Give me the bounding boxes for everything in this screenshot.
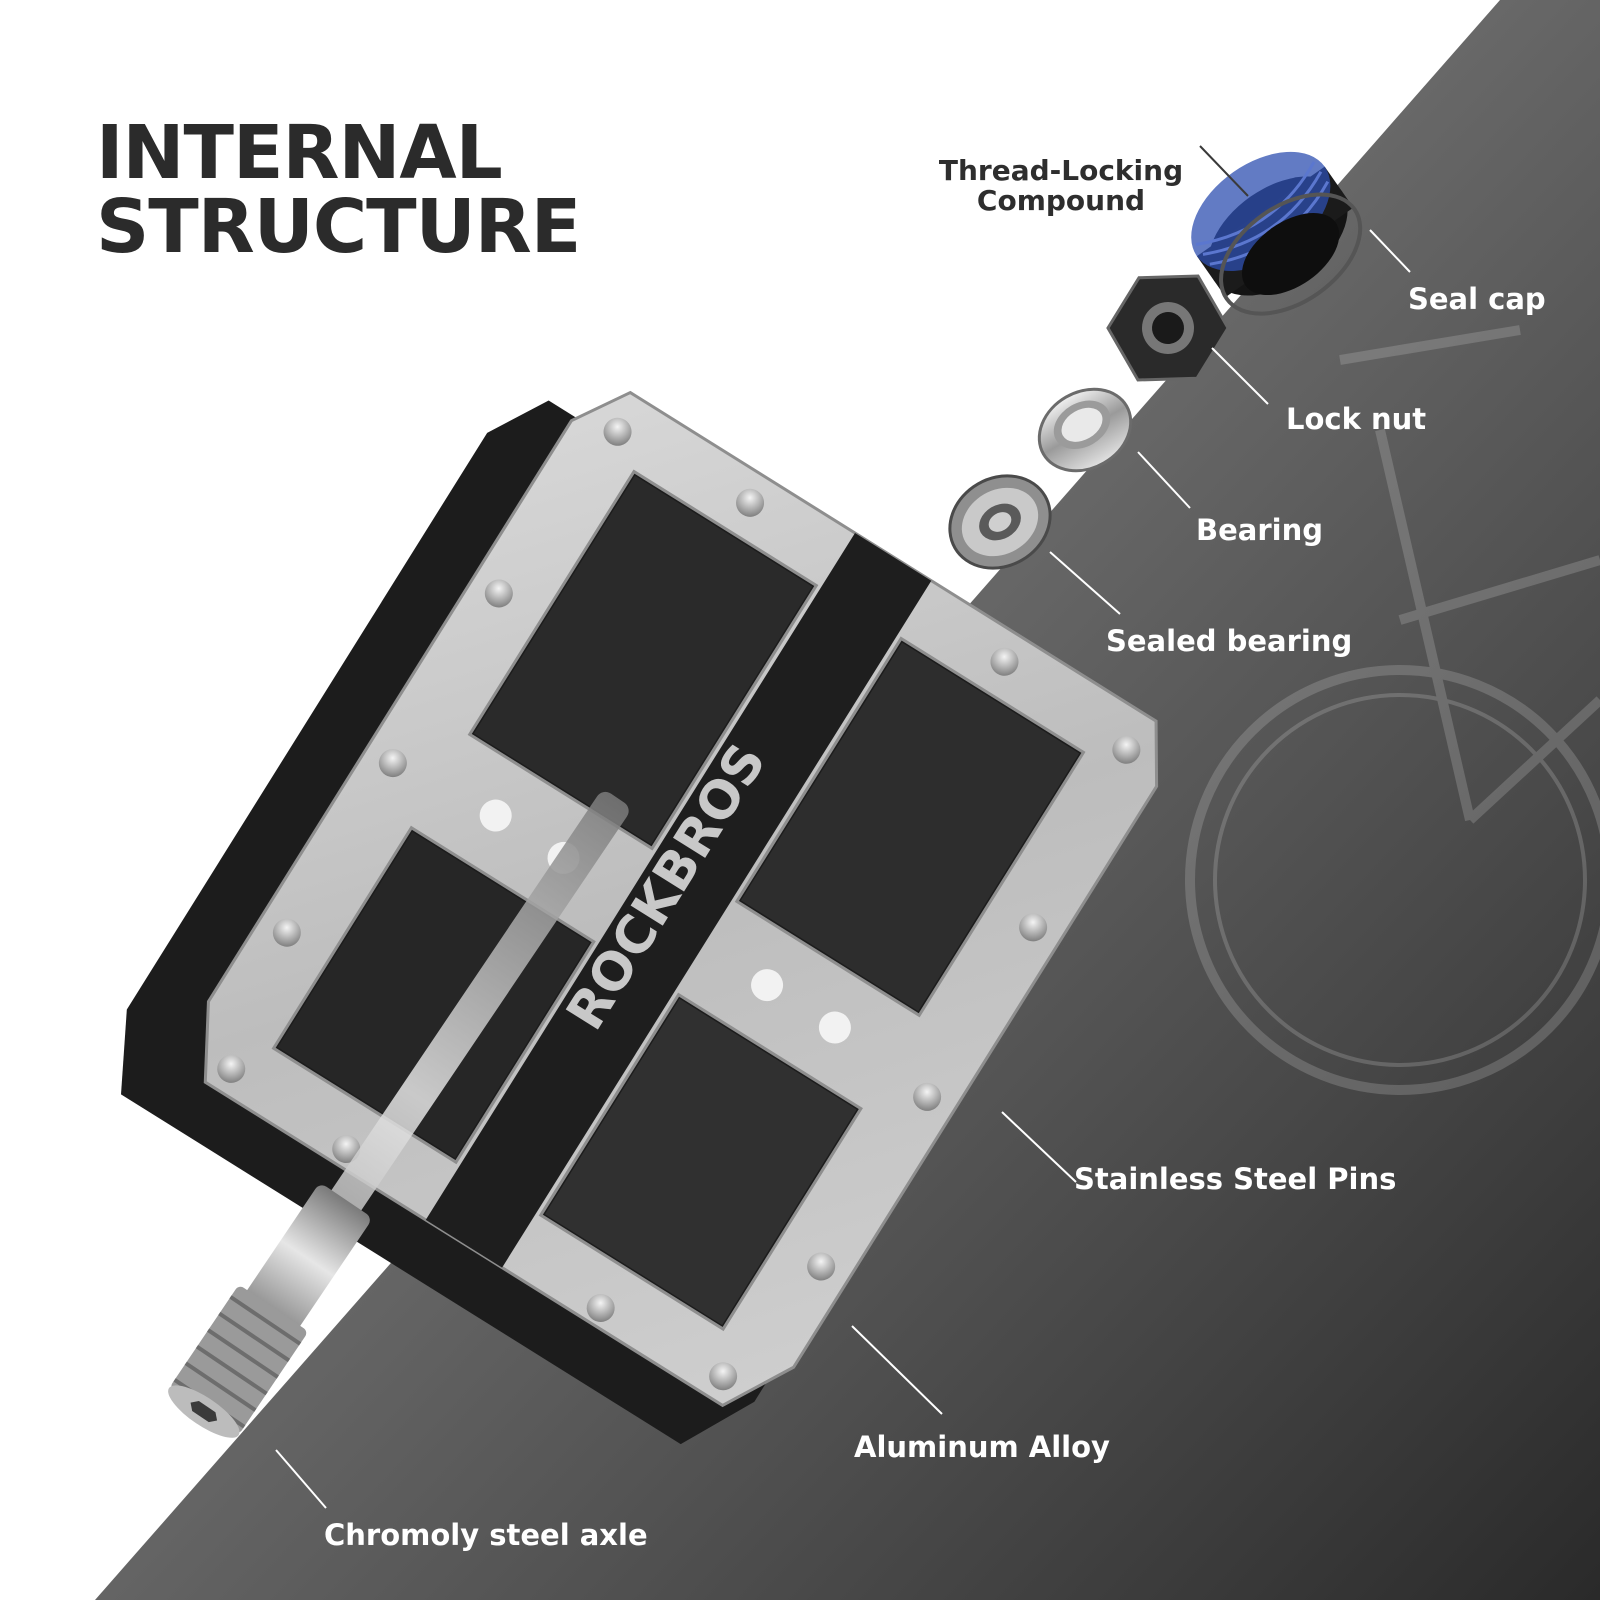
label-lock-nut: Lock nut [1286, 402, 1427, 436]
label-thread-locking-line-1: Thread-Locking [938, 154, 1184, 187]
pin [272, 918, 301, 947]
pin [736, 488, 765, 517]
pedal-cavity-bottom-left [277, 831, 590, 1159]
pedal-spine [425, 533, 932, 1268]
label-seal-cap: Seal cap [1408, 282, 1546, 316]
sealed-bearing [948, 474, 1052, 570]
chromoly-axle [168, 791, 629, 1438]
pin [913, 1082, 942, 1111]
pin [586, 1294, 615, 1323]
pin [332, 1135, 361, 1164]
label-sealed-bearing: Sealed bearing [1106, 624, 1353, 658]
pin [378, 749, 407, 778]
pedal-cavity-top-right [740, 642, 1080, 1012]
pin [990, 647, 1019, 676]
bolt-hole [818, 1011, 851, 1044]
label-bearing: Bearing [1196, 513, 1323, 547]
pin [807, 1252, 836, 1281]
bolt-hole [479, 799, 512, 832]
leader-pins [1001, 1111, 1077, 1183]
label-aluminum-alloy: Aluminum Alloy [854, 1430, 1110, 1464]
label-chromoly-steel-axle: Chromoly steel axle [324, 1518, 648, 1552]
hex-socket-icon [190, 1401, 218, 1423]
pin [1019, 913, 1048, 942]
leader-alloy [851, 1325, 943, 1415]
label-thread-locking-compound: Thread-Locking Compound [930, 156, 1192, 216]
leader-bearing [1137, 451, 1191, 509]
pin [603, 417, 632, 446]
leader-thread-locking [1199, 145, 1249, 197]
bolt-hole [751, 969, 784, 1002]
bearing [1037, 387, 1133, 473]
pin [484, 579, 513, 608]
callout-leader-lines [275, 145, 1411, 1509]
leader-axle [275, 1449, 327, 1509]
leader-seal-cap [1369, 229, 1411, 273]
pedal-cavity-top-left [473, 475, 813, 845]
pin [217, 1054, 246, 1083]
pedal-cavity-bottom-right [544, 998, 857, 1325]
leader-lock-nut [1211, 347, 1269, 405]
label-thread-locking-line-2: Compound [976, 184, 1146, 217]
leader-sealed-bearing [1049, 551, 1121, 615]
page-title-line-1: INTERNAL [96, 110, 503, 196]
pedal-pins [217, 417, 1141, 1391]
label-stainless-steel-pins: Stainless Steel Pins [1074, 1162, 1397, 1196]
pin [1112, 735, 1141, 764]
lock-nut [1106, 274, 1230, 382]
axle-shoulder [244, 1185, 370, 1332]
bicycle-background-photo [1185, 325, 1600, 1095]
seal-cap [1191, 151, 1363, 316]
pin [709, 1362, 738, 1391]
page-title-line-2: STRUCTURE [96, 184, 581, 270]
